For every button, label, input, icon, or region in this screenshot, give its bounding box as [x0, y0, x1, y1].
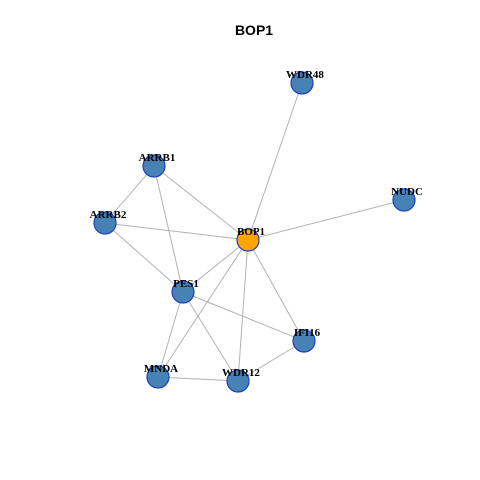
node-nudc: NUDC	[391, 186, 423, 212]
node-circle-bop1	[236, 228, 260, 252]
edge-arrb1-arrb2	[104, 165, 155, 224]
edge-bop1-ifi16	[247, 239, 305, 342]
node-arrb2: ARRB2	[90, 209, 127, 235]
node-circle-wdr48	[290, 71, 314, 95]
node-label-pes1: PES1	[173, 278, 199, 290]
node-circle-pes1	[171, 280, 195, 304]
node-label-wdr48: WDR48	[286, 69, 324, 81]
node-ifi16: IFI16	[292, 327, 321, 353]
edge-wdr12-ifi16	[237, 340, 305, 382]
node-wdr48: WDR48	[286, 69, 324, 95]
node-label-mnda: MNDA	[144, 363, 178, 375]
node-mnda: MNDA	[144, 363, 178, 389]
edge-bop1-wdr12	[237, 239, 249, 382]
edge-bop1-arrb2	[104, 222, 249, 241]
node-circle-ifi16	[292, 329, 316, 353]
node-pes1: PES1	[171, 278, 199, 304]
edge-arrb2-pes1	[104, 222, 184, 293]
node-circle-arrb2	[93, 211, 117, 235]
node-label-wdr12: WDR12	[222, 367, 260, 379]
edge-bop1-pes1	[182, 239, 249, 293]
node-circle-nudc	[392, 188, 416, 212]
diagram-title: BOP1	[235, 22, 273, 38]
node-label-bop1: BOP1	[237, 226, 265, 238]
edge-bop1-mnda	[157, 239, 249, 378]
node-arrb1: ARRB1	[139, 152, 176, 178]
node-label-nudc: NUDC	[391, 186, 423, 198]
node-label-arrb2: ARRB2	[90, 209, 127, 221]
node-circle-arrb1	[142, 154, 166, 178]
edge-layer	[104, 82, 405, 382]
edge-bop1-wdr48	[247, 82, 303, 241]
edge-bop1-arrb1	[153, 165, 249, 241]
edge-pes1-ifi16	[182, 291, 305, 342]
node-circle-mnda	[146, 365, 170, 389]
node-circle-wdr12	[226, 369, 250, 393]
edge-bop1-nudc	[247, 199, 405, 241]
node-label-arrb1: ARRB1	[139, 152, 176, 164]
edge-mnda-wdr12	[157, 376, 239, 382]
node-wdr12: WDR12	[222, 367, 260, 393]
node-bop1: BOP1	[236, 226, 265, 252]
edge-pes1-mnda	[157, 291, 184, 378]
edge-pes1-wdr12	[182, 291, 239, 382]
node-label-ifi16: IFI16	[294, 327, 321, 339]
edge-arrb1-pes1	[153, 165, 184, 293]
